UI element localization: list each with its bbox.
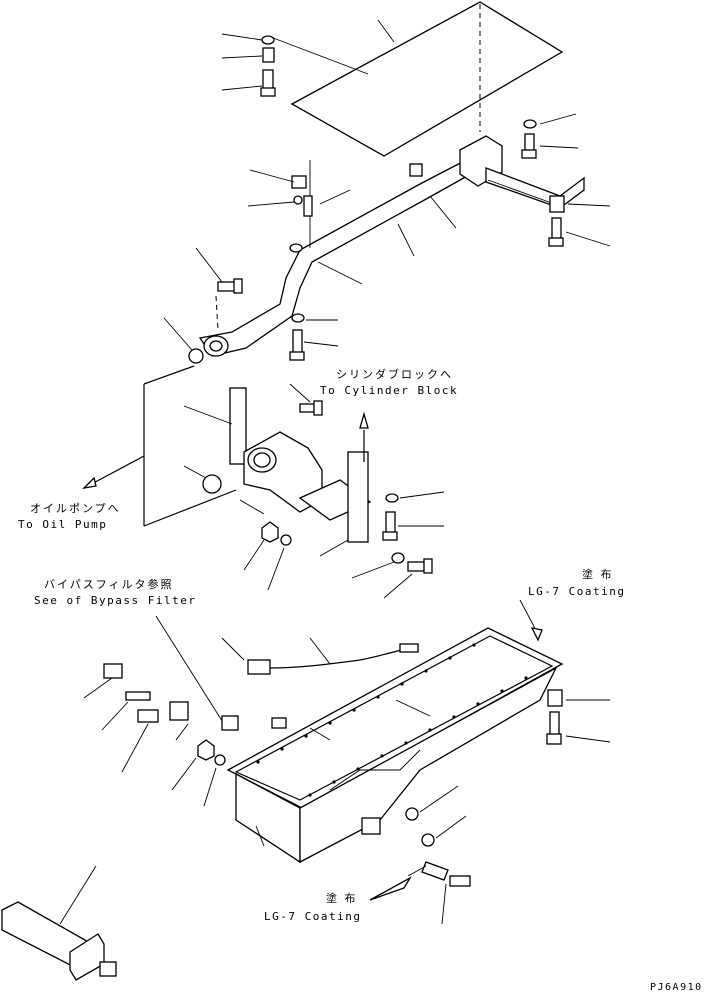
coating-bottom-jp: 塗 布 bbox=[326, 892, 358, 905]
bypass-filter-ref-jp: バイパスフィルタ参照 bbox=[44, 578, 174, 591]
coating-bottom-en: LG-7 Coating bbox=[264, 910, 362, 923]
hose-fitting-icon bbox=[247, 659, 271, 675]
bolt-icon bbox=[549, 711, 560, 737]
bolt-icon bbox=[262, 69, 274, 91]
bolt-icon bbox=[292, 329, 303, 355]
bypass-filter-ref-en: See of Bypass Filter bbox=[34, 594, 197, 607]
fitting-icon bbox=[221, 715, 239, 731]
o-ring-icon bbox=[202, 474, 222, 494]
washer-icon bbox=[291, 313, 305, 323]
pin-icon bbox=[125, 691, 151, 701]
drawing-code: PJ6A910 bbox=[650, 982, 703, 993]
spacer-icon bbox=[549, 195, 565, 213]
to-cylinder-block-jp: シリンダブロックへ bbox=[336, 368, 453, 381]
bracket-stay-icon bbox=[229, 387, 247, 465]
washer-icon bbox=[523, 119, 537, 129]
bypass-hose bbox=[269, 647, 411, 669]
washer-icon bbox=[391, 552, 405, 564]
nut-icon bbox=[197, 739, 215, 761]
nut-icon bbox=[261, 521, 279, 543]
o-ring-icon bbox=[188, 348, 204, 364]
bolt-icon bbox=[449, 875, 471, 887]
washer-icon bbox=[280, 534, 292, 546]
washer-icon bbox=[385, 493, 399, 503]
bolt-icon bbox=[137, 709, 159, 723]
oil-tube-upper bbox=[198, 157, 479, 357]
bolt-icon bbox=[303, 195, 313, 217]
to-cylinder-block-en: To Cylinder Block bbox=[320, 384, 459, 397]
tube-clip-icon bbox=[291, 175, 307, 189]
spacer-icon bbox=[547, 689, 563, 707]
spacer-icon bbox=[262, 47, 275, 63]
clip-icon bbox=[421, 861, 449, 881]
bolt-icon bbox=[385, 511, 396, 535]
to-oil-pump-jp: オイルポンプへ bbox=[30, 502, 121, 515]
drain-bracket-icon bbox=[361, 817, 381, 835]
tube-clip-icon bbox=[409, 163, 423, 177]
to-oil-pump-en: To Oil Pump bbox=[18, 518, 108, 531]
bracket-stay-icon bbox=[347, 451, 369, 543]
cover-plate bbox=[290, 1, 564, 157]
bolt-icon bbox=[551, 217, 562, 241]
washer-icon bbox=[261, 35, 275, 45]
washer-icon bbox=[214, 754, 226, 766]
plug-icon bbox=[103, 663, 123, 679]
pan-bolt-holes bbox=[256, 643, 528, 797]
coating-top-jp: 塗 布 bbox=[582, 568, 614, 581]
bracket-icon bbox=[169, 701, 189, 721]
bolt-icon bbox=[271, 717, 287, 729]
coating-top-en: LG-7 Coating bbox=[528, 585, 626, 598]
